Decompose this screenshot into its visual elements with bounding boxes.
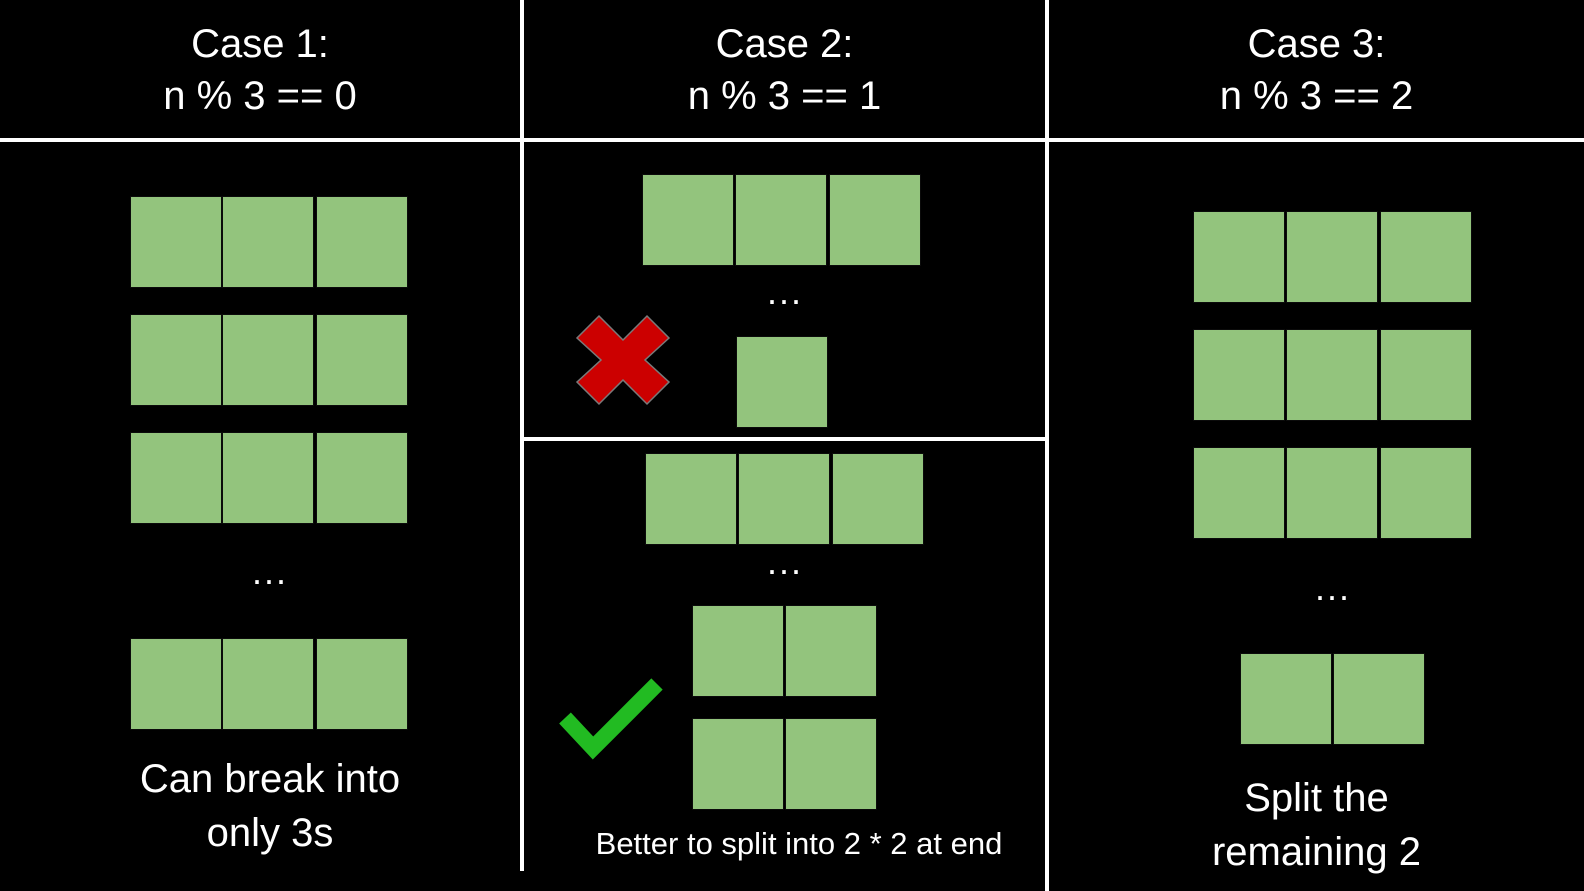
case3-caption: Split the remaining 2 — [1049, 771, 1584, 879]
block — [222, 432, 314, 524]
case2-top-ellipsis: ... — [766, 271, 803, 312]
block — [1286, 211, 1378, 303]
case3-ellipsis: ... — [1314, 567, 1351, 608]
block — [692, 605, 784, 697]
block — [1193, 447, 1285, 539]
case1-condition: n % 3 == 0 — [163, 74, 357, 118]
block — [829, 174, 921, 266]
block — [316, 314, 408, 406]
case1-caption-line1: Can break into — [139, 757, 401, 801]
block — [1333, 653, 1425, 745]
case1-caption: Can break into only 3s — [0, 752, 540, 860]
case2-condition: n % 3 == 1 — [687, 74, 882, 118]
column-divider-2 — [1045, 0, 1049, 891]
block — [785, 605, 877, 697]
block — [1286, 329, 1378, 421]
case2-header: Case 2: n % 3 == 1 — [524, 18, 1045, 122]
block — [642, 174, 734, 266]
block — [130, 432, 222, 524]
case2-divider — [522, 437, 1047, 441]
block — [316, 196, 408, 288]
case3-title: Case 3: — [1247, 22, 1386, 66]
case3-header: Case 3: n % 3 == 2 — [1049, 18, 1584, 122]
block — [1380, 447, 1472, 539]
case1-header: Case 1: n % 3 == 0 — [0, 18, 520, 122]
red-x-icon — [575, 314, 671, 406]
block — [130, 196, 222, 288]
block — [1193, 329, 1285, 421]
block — [692, 718, 784, 810]
block — [832, 453, 924, 545]
block — [222, 196, 314, 288]
case3-caption-line1: Split the — [1244, 776, 1389, 820]
case1-title: Case 1: — [191, 22, 329, 66]
block — [222, 638, 314, 730]
case2-title: Case 2: — [715, 22, 854, 66]
block — [1380, 329, 1472, 421]
case2-caption: Better to split into 2 * 2 at end — [595, 826, 1003, 861]
case3-caption-line2: remaining 2 — [1211, 830, 1421, 874]
block — [645, 453, 737, 545]
block — [130, 314, 222, 406]
block — [738, 453, 830, 545]
block — [316, 638, 408, 730]
block — [785, 718, 877, 810]
case2-single-block — [736, 336, 828, 428]
case1-ellipsis: ... — [251, 551, 288, 592]
block — [735, 174, 827, 266]
block — [130, 638, 222, 730]
block — [1193, 211, 1285, 303]
case3-condition: n % 3 == 2 — [1219, 74, 1414, 118]
header-divider — [0, 138, 1584, 142]
block — [1380, 211, 1472, 303]
block — [222, 314, 314, 406]
green-check-icon — [559, 678, 663, 760]
block — [316, 432, 408, 524]
column-divider-1 — [520, 0, 524, 871]
case1-caption-line2: only 3s — [206, 811, 334, 855]
case2-bottom-ellipsis: ... — [766, 541, 803, 582]
block — [1240, 653, 1332, 745]
block — [1286, 447, 1378, 539]
